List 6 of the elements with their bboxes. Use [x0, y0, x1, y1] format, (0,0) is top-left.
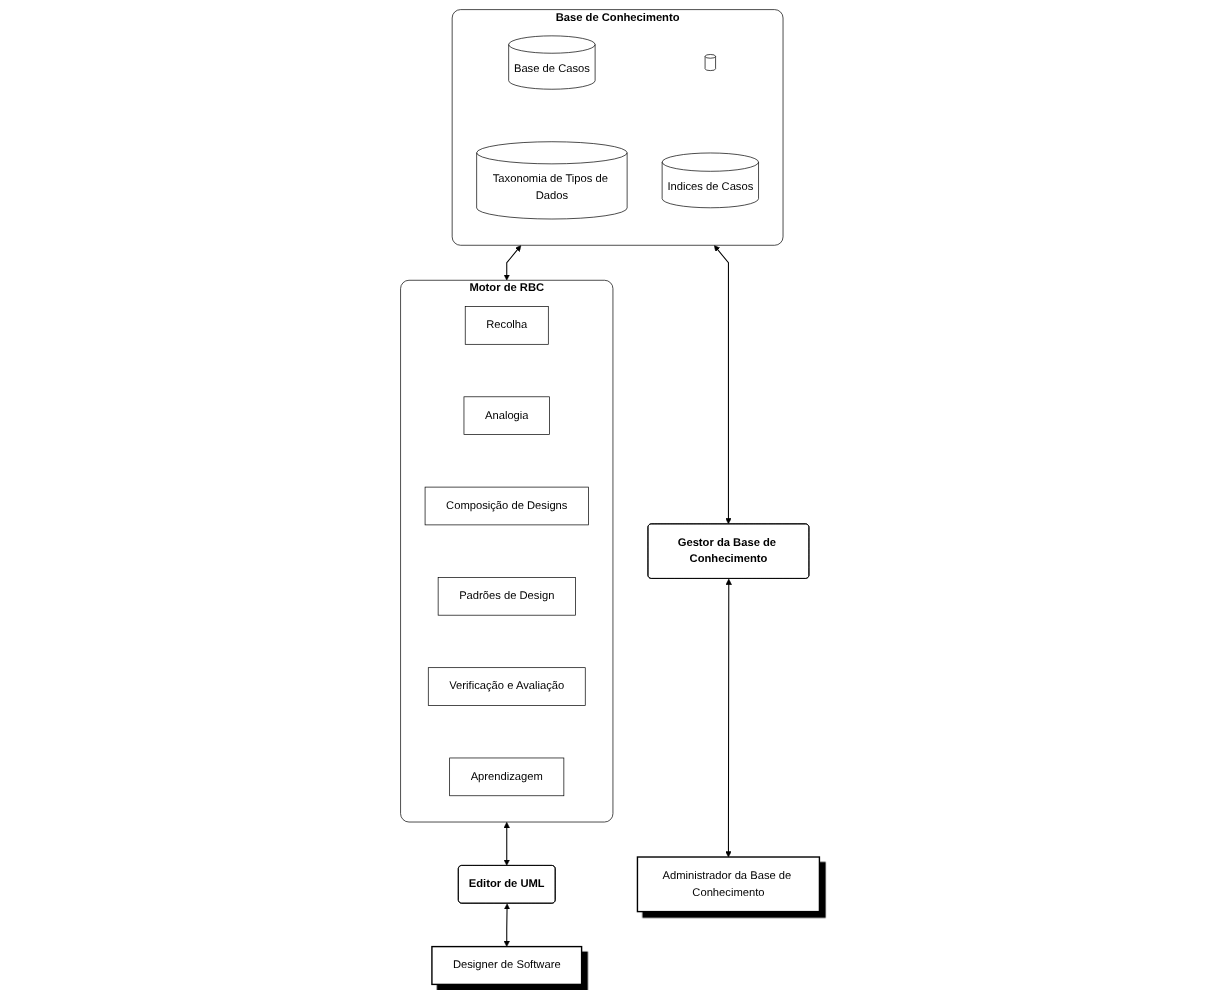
arrow — [714, 245, 732, 525]
arrow — [725, 578, 732, 858]
arrow — [503, 245, 522, 281]
node-cylinder — [704, 54, 716, 71]
arrow — [503, 822, 510, 866]
arrow — [503, 903, 511, 947]
